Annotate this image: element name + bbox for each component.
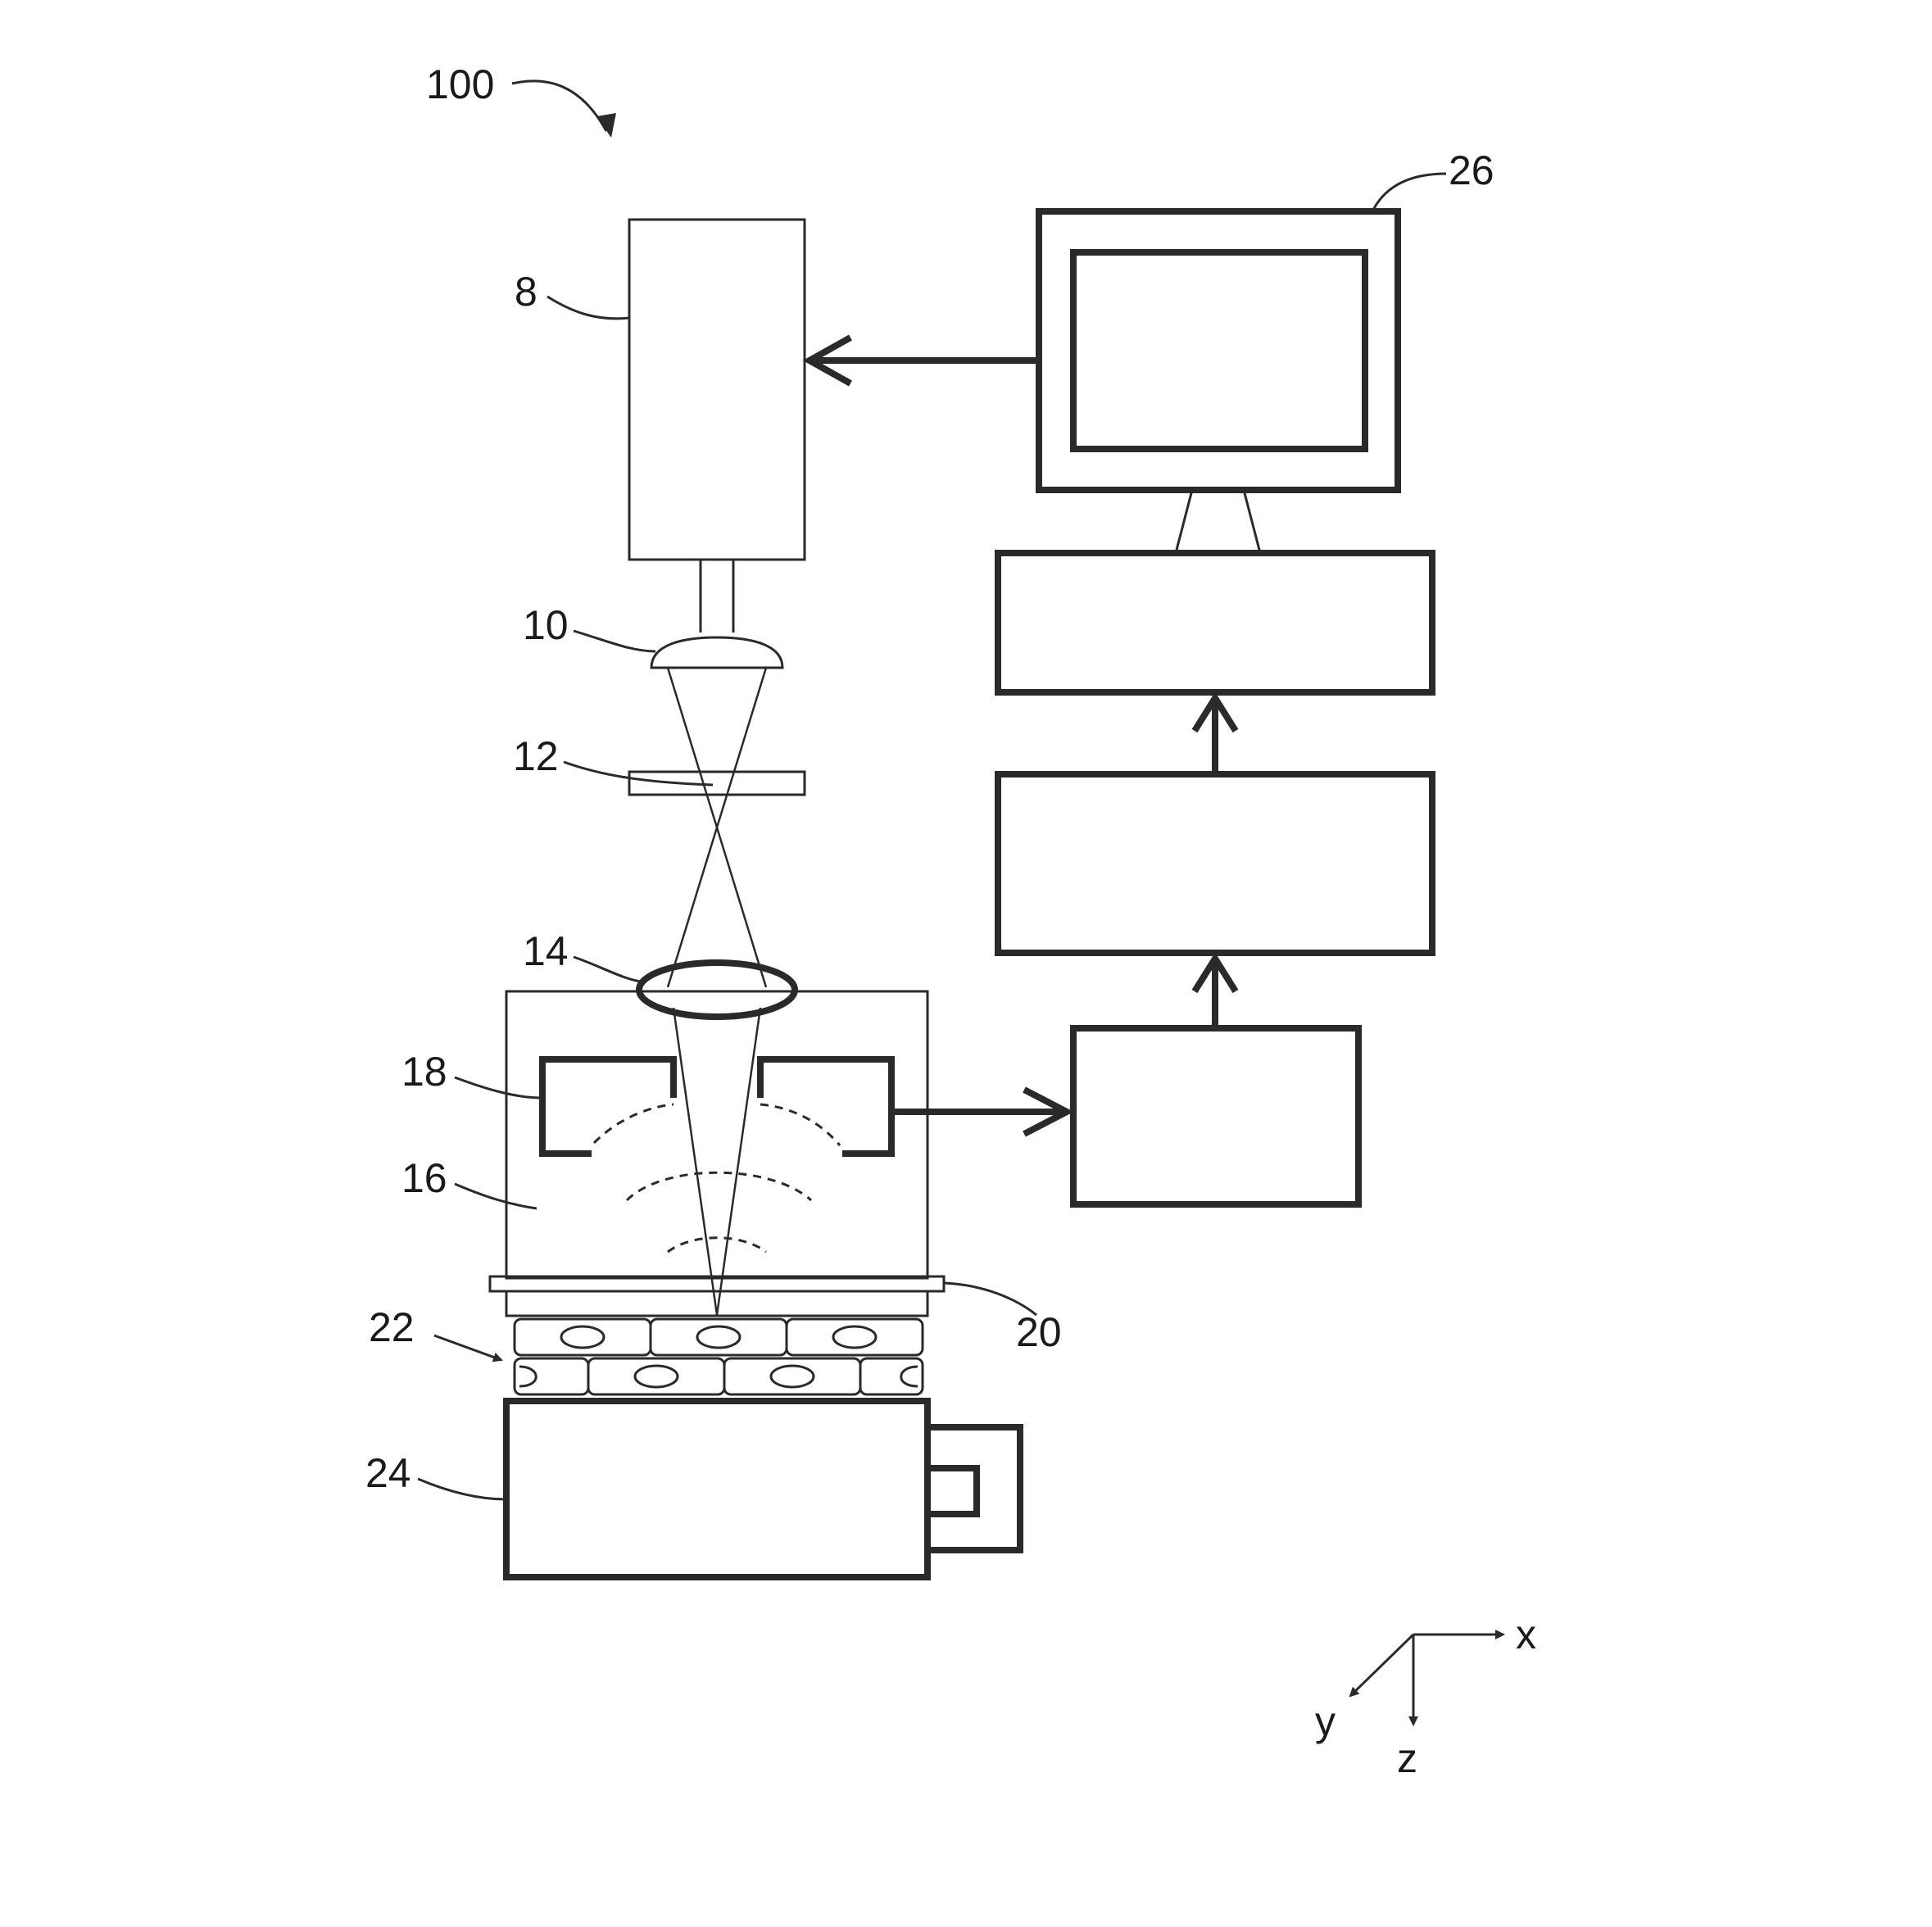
processing-box-upper: [998, 553, 1432, 692]
leader-12: [564, 762, 713, 785]
beam-ray-4: [717, 1008, 760, 1315]
label-14: 14: [523, 928, 569, 974]
lens-10: [651, 637, 782, 668]
stage-24-box: [506, 1401, 927, 1577]
acquisition-box: [1073, 1028, 1358, 1204]
label-26: 26: [1449, 147, 1494, 193]
acoustic-wave-2: [760, 1104, 840, 1145]
label-100: 100: [426, 61, 494, 107]
coordinate-axes: [1350, 1635, 1503, 1725]
sample-22-tissue: [515, 1319, 923, 1394]
label-10: 10: [523, 602, 569, 648]
leader-10: [574, 631, 655, 651]
chamber-16: [506, 991, 927, 1278]
stage-24-handle-inner: [927, 1468, 977, 1514]
arrow-22: [434, 1335, 501, 1360]
laser-source-box: [629, 220, 805, 560]
axis-x-label: x: [1516, 1612, 1536, 1657]
label-22: 22: [369, 1304, 415, 1350]
transducer-18-left: [542, 1059, 673, 1154]
leader-26: [1372, 174, 1446, 211]
label-24: 24: [365, 1450, 411, 1496]
axis-z-label: z: [1397, 1735, 1417, 1781]
filter-12: [629, 772, 805, 795]
processing-box-middle: [998, 774, 1432, 953]
label-16: 16: [401, 1155, 447, 1201]
acoustic-wave-4: [668, 1238, 766, 1252]
label-20: 20: [1016, 1309, 1062, 1355]
monitor-26-screen: [1073, 252, 1365, 449]
acoustic-wave-1: [594, 1104, 673, 1143]
leader-24: [418, 1479, 506, 1499]
leader-18: [455, 1077, 542, 1098]
label-8: 8: [515, 269, 537, 315]
beam-ray-3: [673, 1008, 717, 1315]
leader-14: [574, 957, 641, 982]
acoustic-wave-3: [627, 1172, 811, 1200]
label-12: 12: [513, 733, 559, 779]
leader-8: [547, 297, 629, 319]
monitor-26-stand: [1176, 490, 1260, 553]
leader-16: [455, 1184, 537, 1208]
leader-100: [512, 81, 606, 131]
arrow-100-head: [596, 113, 616, 138]
label-18: 18: [401, 1049, 447, 1095]
lens-14: [639, 963, 795, 1017]
axis-y-label: y: [1315, 1698, 1336, 1744]
